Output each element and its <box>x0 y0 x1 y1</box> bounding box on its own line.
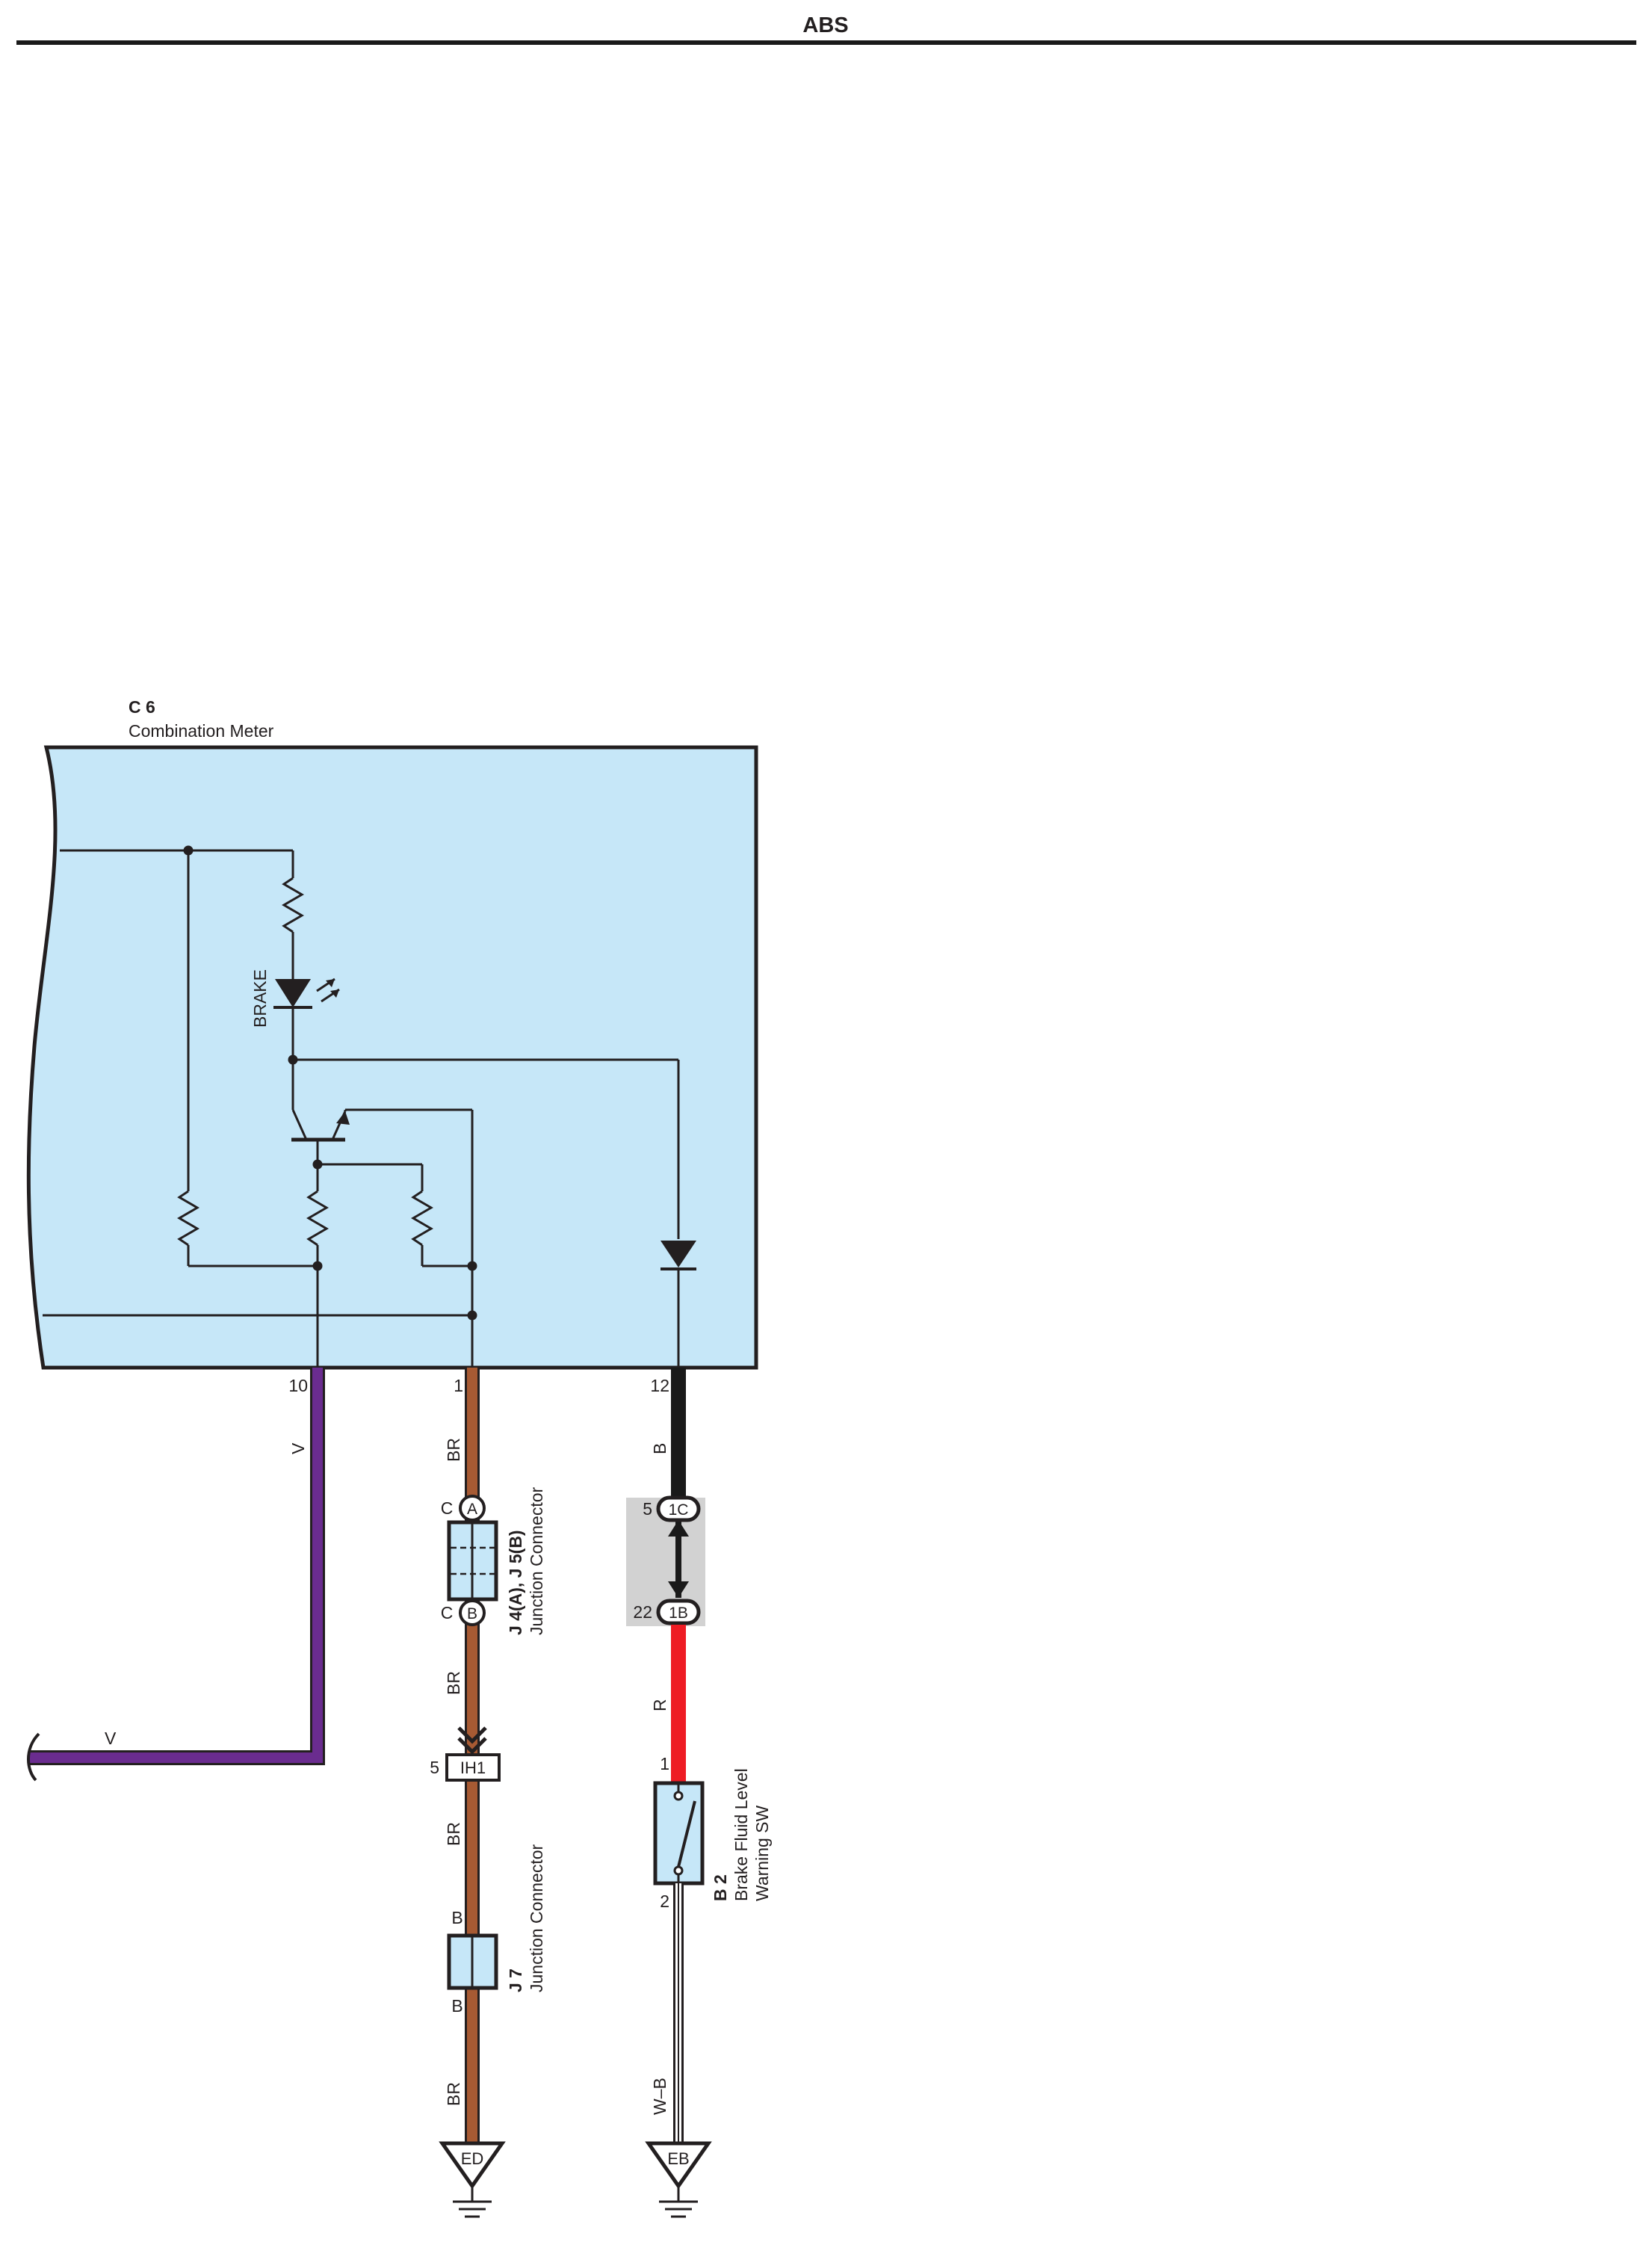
j4-connector-a-label: A <box>467 1501 477 1518</box>
junction-block-1b: 1B <box>669 1605 688 1622</box>
meter-pin-1: 1 <box>454 1376 463 1395</box>
switch-name-line1: Brake Fluid Level <box>731 1768 751 1901</box>
j5-pin-bottom: C <box>441 1603 454 1622</box>
inline-connector-ih1 <box>445 1726 501 1782</box>
ground-eb-icon <box>645 2141 712 2218</box>
meter-body <box>26 745 758 1370</box>
ih1-pin: 5 <box>430 1758 439 1777</box>
junction-block-1c: 1C <box>669 1501 689 1519</box>
meter-internal-circuit <box>43 849 680 1368</box>
brown-wire-label-3: BR <box>444 1822 463 1846</box>
j7-pin-bottom: B <box>451 1996 463 2016</box>
junction-dots <box>183 845 477 1321</box>
meter-name: Combination Meter <box>129 721 274 741</box>
brown-wire-label-1: BR <box>444 1438 463 1462</box>
brake-lamp-label: BRAKE <box>250 969 270 1028</box>
ground-eb-label: EB <box>667 2149 689 2168</box>
page-title: ABS <box>802 13 848 37</box>
switch-pin-2: 2 <box>660 1892 669 1911</box>
transistor-arrow-icon <box>336 1111 350 1125</box>
j4-pin-top: C <box>441 1498 454 1518</box>
j4-j5-name: Junction Connector <box>527 1486 546 1635</box>
switch-pin-1: 1 <box>660 1754 669 1773</box>
combination-meter: C 6 Combination Meter <box>26 697 758 1395</box>
brake-fluid-level-switch <box>653 1781 705 1886</box>
violet-wire-label-left: V <box>105 1729 117 1748</box>
j7-name: Junction Connector <box>527 1844 546 1992</box>
brown-wire-label-4: BR <box>444 2082 463 2106</box>
white-black-wire-label: W–B <box>650 2078 669 2115</box>
ih1-code: IH1 <box>460 1758 486 1777</box>
junction-connector-j7 <box>447 1933 498 1990</box>
j7-pin-top: B <box>451 1908 463 1927</box>
brown-wire-label-2: BR <box>444 1671 463 1695</box>
switch-code: B 2 <box>711 1874 730 1901</box>
junction-block-pin-5: 5 <box>643 1499 652 1519</box>
junction-connector-j4-j5 <box>447 1495 498 1626</box>
ground-ed-icon <box>439 2141 506 2218</box>
j7-code: J 7 <box>506 1968 525 1992</box>
meter-pin-12: 12 <box>650 1376 669 1395</box>
j4-j5-code: J 4(A), J 5(B) <box>506 1530 525 1635</box>
junction-block-pin-22: 22 <box>633 1602 652 1622</box>
black-wire-label: B <box>650 1443 669 1454</box>
red-wire-label: R <box>650 1699 669 1711</box>
violet-wire-label: V <box>288 1442 308 1454</box>
brake-lamp-icon <box>273 978 340 1009</box>
diode-icon <box>661 1241 696 1270</box>
switch-name-line2: Warning SW <box>752 1805 772 1901</box>
meter-pin-10: 10 <box>288 1376 308 1395</box>
j5-connector-b-label: B <box>467 1605 477 1622</box>
junction-block <box>626 1495 705 1626</box>
violet-wire <box>27 1368 325 1782</box>
meter-code: C 6 <box>129 697 155 717</box>
ground-ed-label: ED <box>461 2149 484 2168</box>
